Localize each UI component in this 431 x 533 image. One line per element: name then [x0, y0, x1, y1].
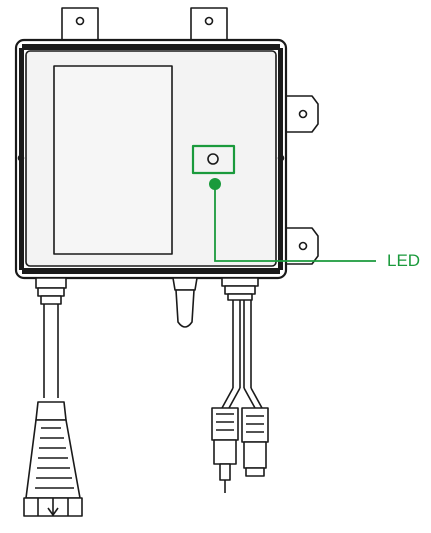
- antenna: [172, 277, 198, 328]
- led-callout-label: LED: [387, 251, 421, 270]
- side-screw-right: [277, 154, 285, 162]
- mounting-tab-top-left: [61, 7, 99, 42]
- mounting-tab-right-lower: [283, 227, 319, 265]
- mounting-tab-top-right: [190, 7, 228, 42]
- side-screw-left: [17, 154, 25, 162]
- right-cable-assembly: [211, 277, 269, 493]
- led-callout-leader: [209, 178, 376, 262]
- led-highlight-box: [191, 144, 236, 175]
- led-indicator: [207, 153, 219, 165]
- label-panel: [53, 65, 173, 255]
- rib-band-bottom: [22, 268, 280, 274]
- rib-band-top: [22, 44, 280, 50]
- mounting-tab-right-upper: [283, 95, 319, 133]
- left-cable-assembly: [23, 277, 83, 517]
